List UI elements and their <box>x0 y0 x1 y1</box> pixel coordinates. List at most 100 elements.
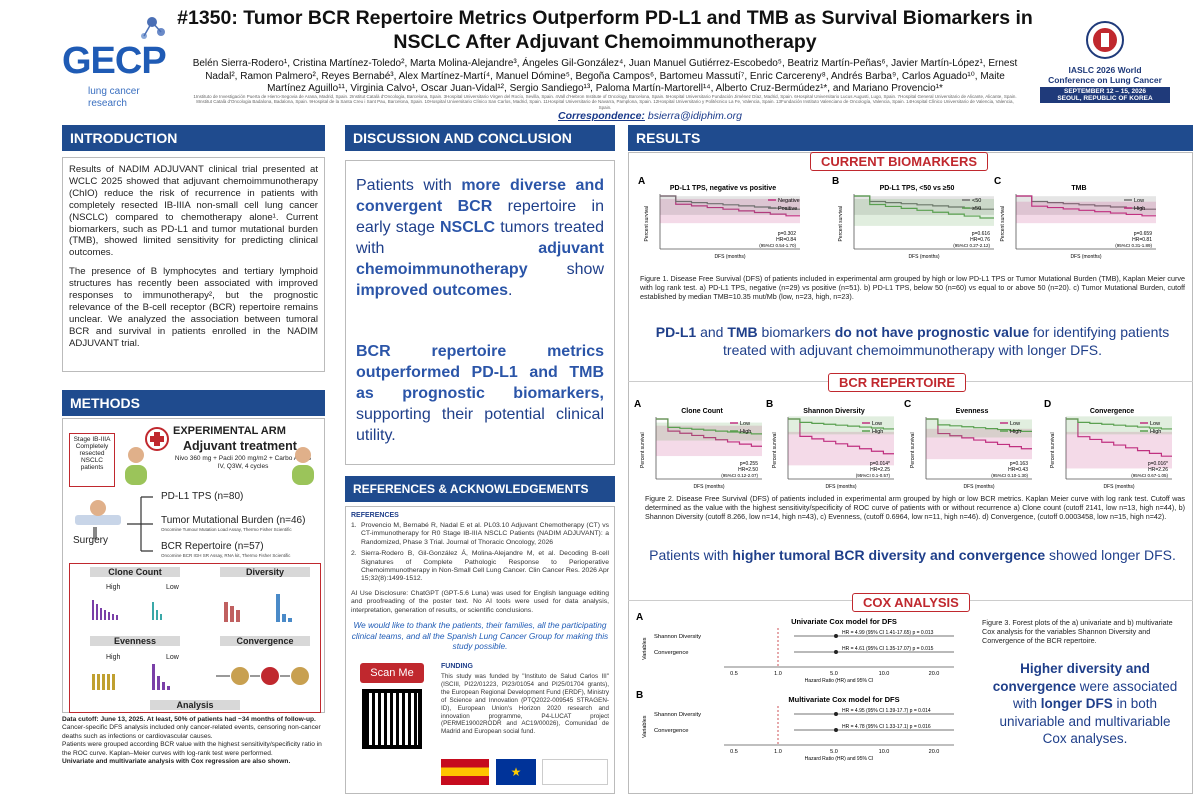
methods-header: METHODS <box>62 390 325 416</box>
methods-notes: Data cutoff: June 13, 2025. At least, 50… <box>62 716 325 766</box>
intro-paragraph-1: Results of NADIM ADJUVANT clinical trial… <box>69 164 318 259</box>
panel-title: TMB <box>1071 185 1086 192</box>
evenness-high: High <box>106 654 121 661</box>
diversity-plot <box>224 594 292 622</box>
arm-subtitle: Adjuvant treatment <box>183 439 297 453</box>
ci-band <box>926 419 1032 438</box>
conclusion-1: Patients with more diverse and convergen… <box>356 177 604 299</box>
panel-letter: B <box>636 690 643 701</box>
pdl1-item: PD-L1 TPS (n=80) <box>161 491 244 502</box>
forest-tick: 0.5 <box>730 749 738 755</box>
panel-letter: A <box>636 612 643 623</box>
hr-point <box>834 728 838 732</box>
reference-1-num: 1. <box>351 522 357 529</box>
c2-a: BCR repertoire metrics outperformed PD-L… <box>356 343 604 402</box>
title-line-2: NSCLC After Adjuvant Chemoimmunotherapy <box>393 31 817 53</box>
title-line-1: #1350: Tumor BCR Repertoire Metrics Outp… <box>177 7 1033 29</box>
intro-paragraph-2: The presence of B lymphocytes and tertia… <box>69 266 318 349</box>
clone-high: High <box>106 584 121 591</box>
x-axis-label: DFS (months) <box>908 254 939 260</box>
surgery-label: Surgery <box>73 535 109 546</box>
stats-ci: (95%CI 0.27-2.12) <box>953 243 990 248</box>
logo-sub-1: lung cancer <box>88 86 140 97</box>
ci-band <box>1016 201 1156 224</box>
stats-ci: (95%CI 0.12-2.07) <box>721 473 758 478</box>
correspondence-label: Correspondence: <box>558 110 645 122</box>
references-header: REFERENCES & ACKNOWLEDGEMENTS <box>345 476 615 502</box>
panel-title: PD-L1 TPS, negative vs positive <box>670 185 776 192</box>
panel-title: Clone Count <box>681 408 723 415</box>
stats-p: p=0.255 <box>740 461 758 467</box>
hr-value: HR = 4.61 (95% CI 1.35-17.07) p = 0.015 <box>842 646 934 652</box>
forest-tick: 10.0 <box>879 671 890 677</box>
legend-label: Low <box>1010 421 1020 427</box>
xm-a: Higher diversity and convergence <box>992 661 1150 694</box>
conf-line-1: IASLC 2026 World <box>1068 65 1142 75</box>
reference-2-num: 2. <box>351 550 357 558</box>
panel-title: PD-L1 TPS, <50 vs ≥50 <box>880 185 955 192</box>
xm-c: longer DFS <box>1040 696 1113 711</box>
ci-band <box>788 431 894 466</box>
legend-label: Low <box>1134 198 1144 204</box>
patient-icon <box>125 447 147 485</box>
legend-label: High <box>1134 206 1145 212</box>
diversity-label: Diversity <box>220 567 310 577</box>
forest-row-label: Shannon Diversity <box>654 634 701 640</box>
legend-label: Low <box>1150 421 1160 427</box>
evenness-bars <box>92 664 170 690</box>
conf-dates: SEPTEMBER 12 – 15, 2026 <box>1063 88 1146 95</box>
logo-sub-2: research <box>88 98 127 109</box>
conf-line-2: Conference on Lung Cancer <box>1048 75 1162 85</box>
survival-curve <box>788 418 894 455</box>
figure-3-caption: Figure 3. Forest plots of the a) univari… <box>982 618 1173 645</box>
funding-label: FUNDING <box>441 663 473 670</box>
bcr-item: BCR Repertoire (n=57) <box>161 541 264 552</box>
correspondence: Correspondence: bsierra@idiphim.org <box>500 110 800 122</box>
hr-value: HR = 4.99 (95% CI 1.41-17.65) p = 0.013 <box>842 630 934 636</box>
panel-title: Evenness <box>956 408 989 415</box>
clone-count-label: Clone Count <box>90 567 180 577</box>
cm-b: and <box>696 324 728 340</box>
legend-label: ≥50 <box>972 206 981 212</box>
survival-curve <box>1066 418 1172 457</box>
scan-me-badge: Scan Me <box>360 663 424 683</box>
stats-ci: (95%CI 0.67-1.05) <box>1131 473 1168 478</box>
legend-label: High <box>1010 429 1021 435</box>
panel-letter: C <box>904 399 911 410</box>
ci-band <box>854 198 994 226</box>
reference-2-text: Sierra-Rodero B, Gil-González Á, Molina-… <box>361 550 609 583</box>
x-axis-label: DFS (months) <box>714 254 745 260</box>
ai-disclosure: AI Use Disclosure: ChatGPT (GPT-5.6 Luna… <box>351 589 609 614</box>
clone-low: Low <box>166 584 179 591</box>
qr-code[interactable] <box>362 689 422 749</box>
arm-detail-2: IV, Q3W, 4 cycles <box>217 463 269 470</box>
y-axis-label: Percent survival <box>1000 206 1006 242</box>
cm-c: TMB <box>727 324 758 340</box>
thanks: We would like to thank the patients, the… <box>351 620 609 652</box>
tmb-item: Tumor Mutational Burden (n=46) <box>161 515 306 526</box>
ci-band <box>660 196 800 215</box>
legend-label: Negative <box>778 198 800 204</box>
forest-row-label: Convergence <box>654 650 688 656</box>
forest-row-label: Shannon Diversity <box>654 712 701 718</box>
ci-band <box>656 422 762 441</box>
forest-tick: 10.0 <box>879 749 890 755</box>
c2-b: supporting their potential clinical util… <box>356 406 604 444</box>
forest-row-label: Convergence <box>654 728 688 734</box>
figure-2-caption: Figure 2. Disease Free Survival (DFS) of… <box>645 494 1185 521</box>
x-axis-label: DFS (months) <box>1103 484 1134 490</box>
y-axis-label: Percent survival <box>1050 432 1056 468</box>
bcr-message: Patients with higher tumoral BCR diversi… <box>645 546 1180 564</box>
discussion-header: DISCUSSION AND CONCLUSION <box>345 125 615 151</box>
panel-letter: A <box>638 176 645 187</box>
forest-y-label: Variables <box>642 637 648 660</box>
cox-message: Higher diversity and convergence were as… <box>990 660 1180 748</box>
c1-e: tumors treated with <box>356 219 604 257</box>
c1-b: more diverse and convergent BCR <box>356 177 604 215</box>
patient-icon-2 <box>292 447 314 485</box>
hr-point <box>834 712 838 716</box>
stats-ci: (95%CI 0.1-0.57) <box>856 473 891 478</box>
y-axis-label: Percent survival <box>772 432 778 468</box>
bm-a: Patients with <box>649 547 733 563</box>
correspondence-email[interactable]: bsierra@idiphim.org <box>647 110 742 122</box>
